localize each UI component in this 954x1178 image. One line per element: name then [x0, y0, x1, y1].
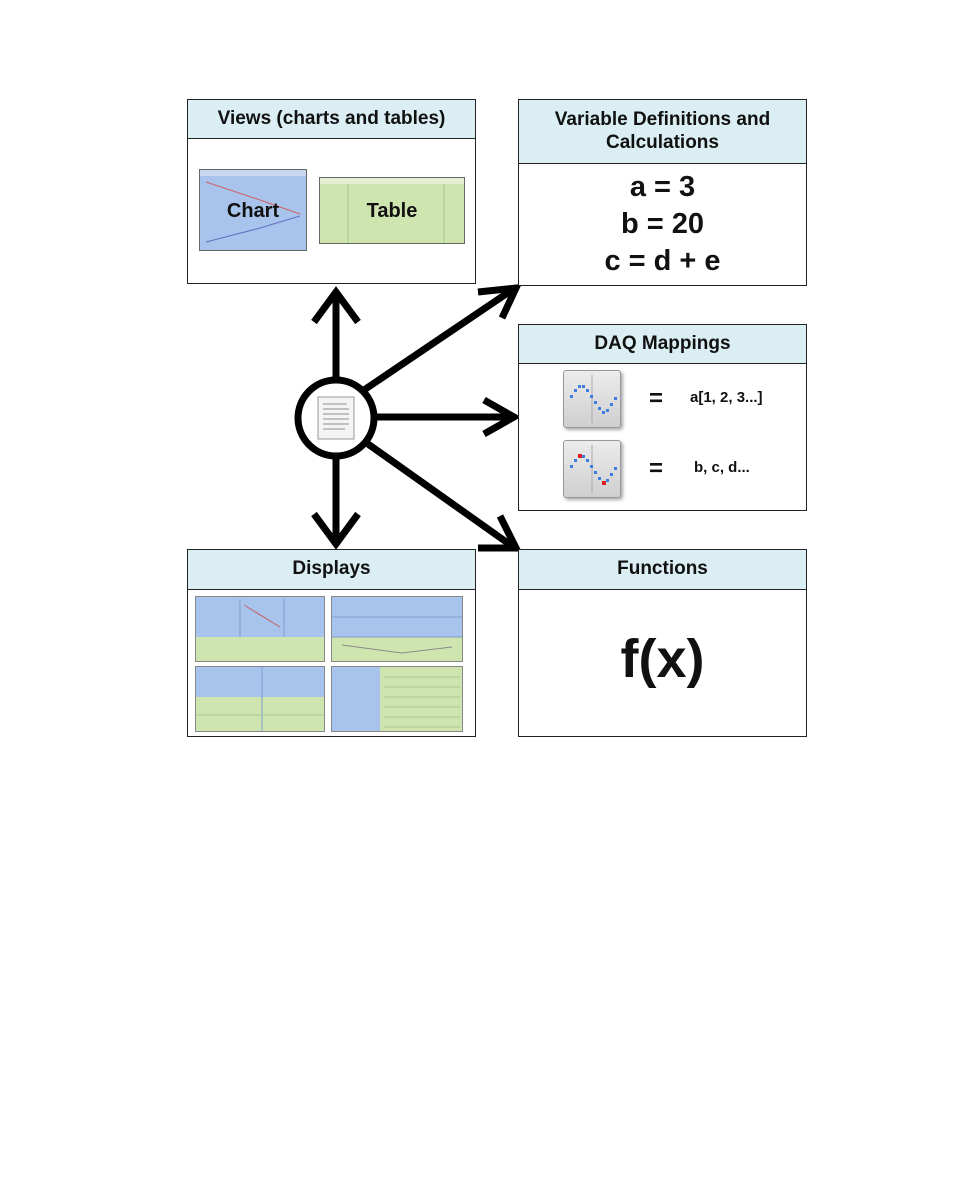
variables-panel: Variable Definitions and Calculations a … [518, 99, 807, 286]
variable-line-c: c = d + e [519, 245, 806, 278]
functions-title: Functions [519, 550, 806, 590]
function-expression: f(x) [519, 628, 806, 690]
mapping-equals-2: = [649, 455, 663, 483]
display-thumbnail-2 [331, 596, 463, 662]
arrow-to-functions [368, 444, 512, 546]
chart-thumbnail: Chart [199, 169, 307, 251]
variables-title: Variable Definitions and Calculations [519, 100, 806, 164]
mapping-value-1: a[1, 2, 3...] [690, 389, 763, 406]
display-thumbnail-3 [195, 666, 325, 732]
variables-title-line2: Calculations [606, 132, 719, 155]
display-thumbnail-4 [331, 666, 463, 732]
display-thumbnail-1 [195, 596, 325, 662]
mapping-value-2: b, c, d... [694, 459, 750, 476]
waveform-icon [563, 370, 621, 428]
variables-title-line1: Variable Definitions and [555, 109, 770, 132]
variable-line-b: b = 20 [519, 208, 806, 241]
displays-title: Displays [188, 550, 475, 590]
waveform-selected-icon [563, 440, 621, 498]
table-label: Table [320, 200, 464, 223]
table-thumbnail: Table [319, 177, 465, 244]
document-icon [318, 397, 354, 439]
daq-panel: DAQ Mappings = a[1, 2, 3...] [518, 324, 807, 511]
displays-panel: Displays [187, 549, 476, 737]
functions-panel: Functions f(x) [518, 549, 807, 737]
arrow-to-variables [364, 290, 512, 390]
mapping-equals-1: = [649, 385, 663, 413]
daq-title: DAQ Mappings [519, 325, 806, 364]
chart-label: Chart [200, 200, 306, 223]
views-panel: Views (charts and tables) Chart Table [187, 99, 476, 284]
views-title: Views (charts and tables) [188, 100, 475, 139]
variable-line-a: a = 3 [519, 171, 806, 204]
